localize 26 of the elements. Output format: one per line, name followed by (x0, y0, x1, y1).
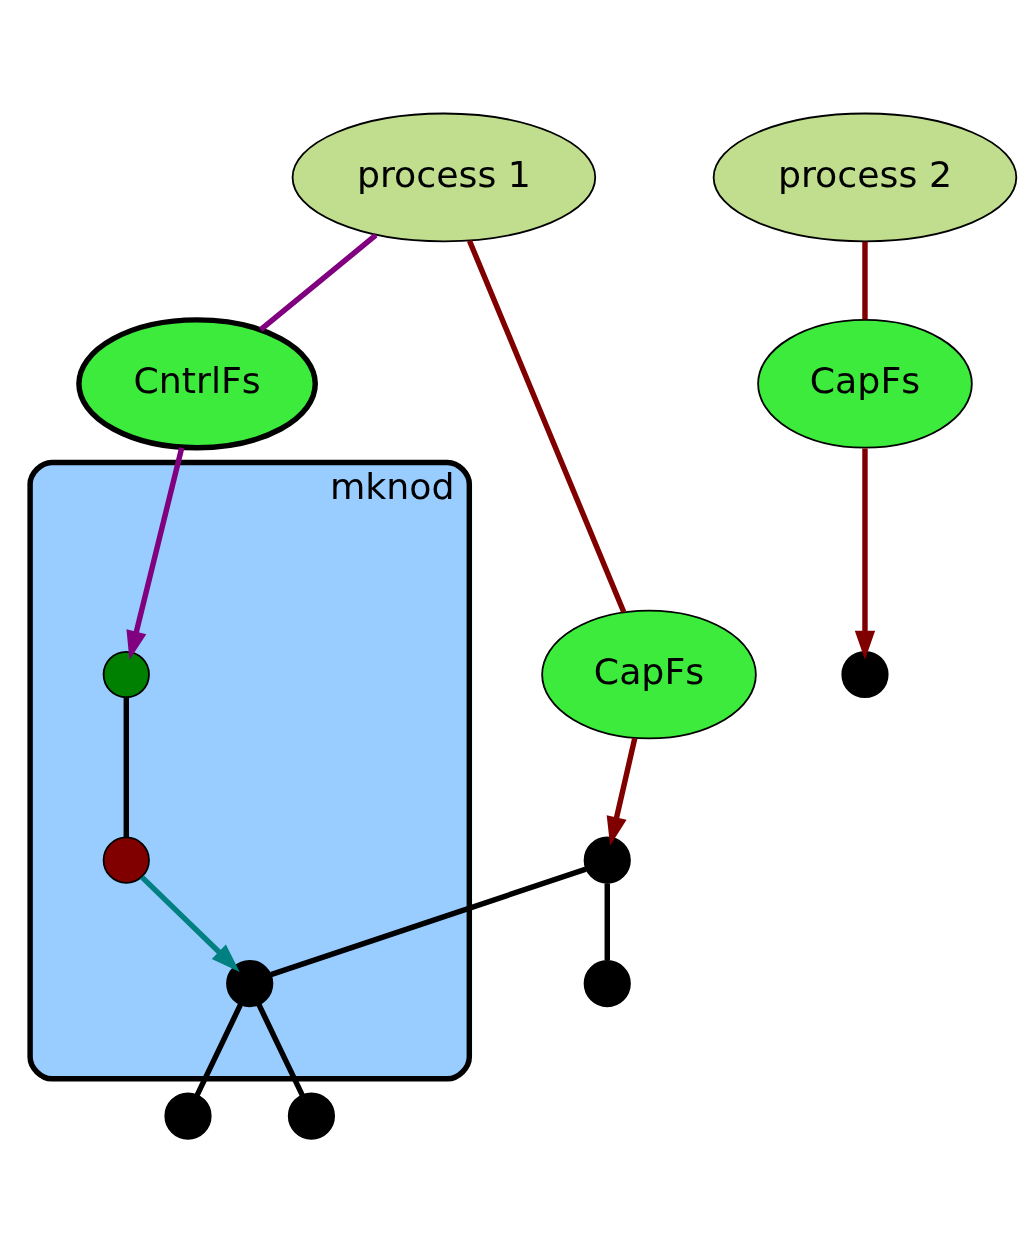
connector (466, 239, 627, 613)
node-circle (102, 836, 150, 884)
cluster: mknod (27, 459, 473, 1082)
node-circle (102, 650, 150, 699)
connector (604, 883, 610, 961)
arrow (126, 447, 185, 661)
arrow (854, 448, 876, 660)
connector (194, 1003, 244, 1097)
arrow (606, 737, 638, 846)
node-ellipse: process 2 (712, 112, 1018, 243)
node-circle (287, 1092, 335, 1140)
node-ellipse: CntrlFs (76, 317, 318, 451)
connector (270, 866, 587, 978)
node-circle (164, 1092, 212, 1140)
connector (123, 697, 129, 838)
node-circle (583, 959, 631, 1008)
node-ellipse: CapFs (757, 319, 973, 449)
node-circle (841, 650, 889, 699)
node-circle (226, 959, 274, 1008)
connector (256, 1003, 305, 1097)
connector (259, 233, 378, 332)
node-ellipse: CapFs (541, 609, 757, 740)
node-circle (583, 836, 631, 884)
arrow (140, 875, 240, 973)
node-ellipse: process 1 (291, 112, 597, 243)
connector (862, 241, 868, 320)
